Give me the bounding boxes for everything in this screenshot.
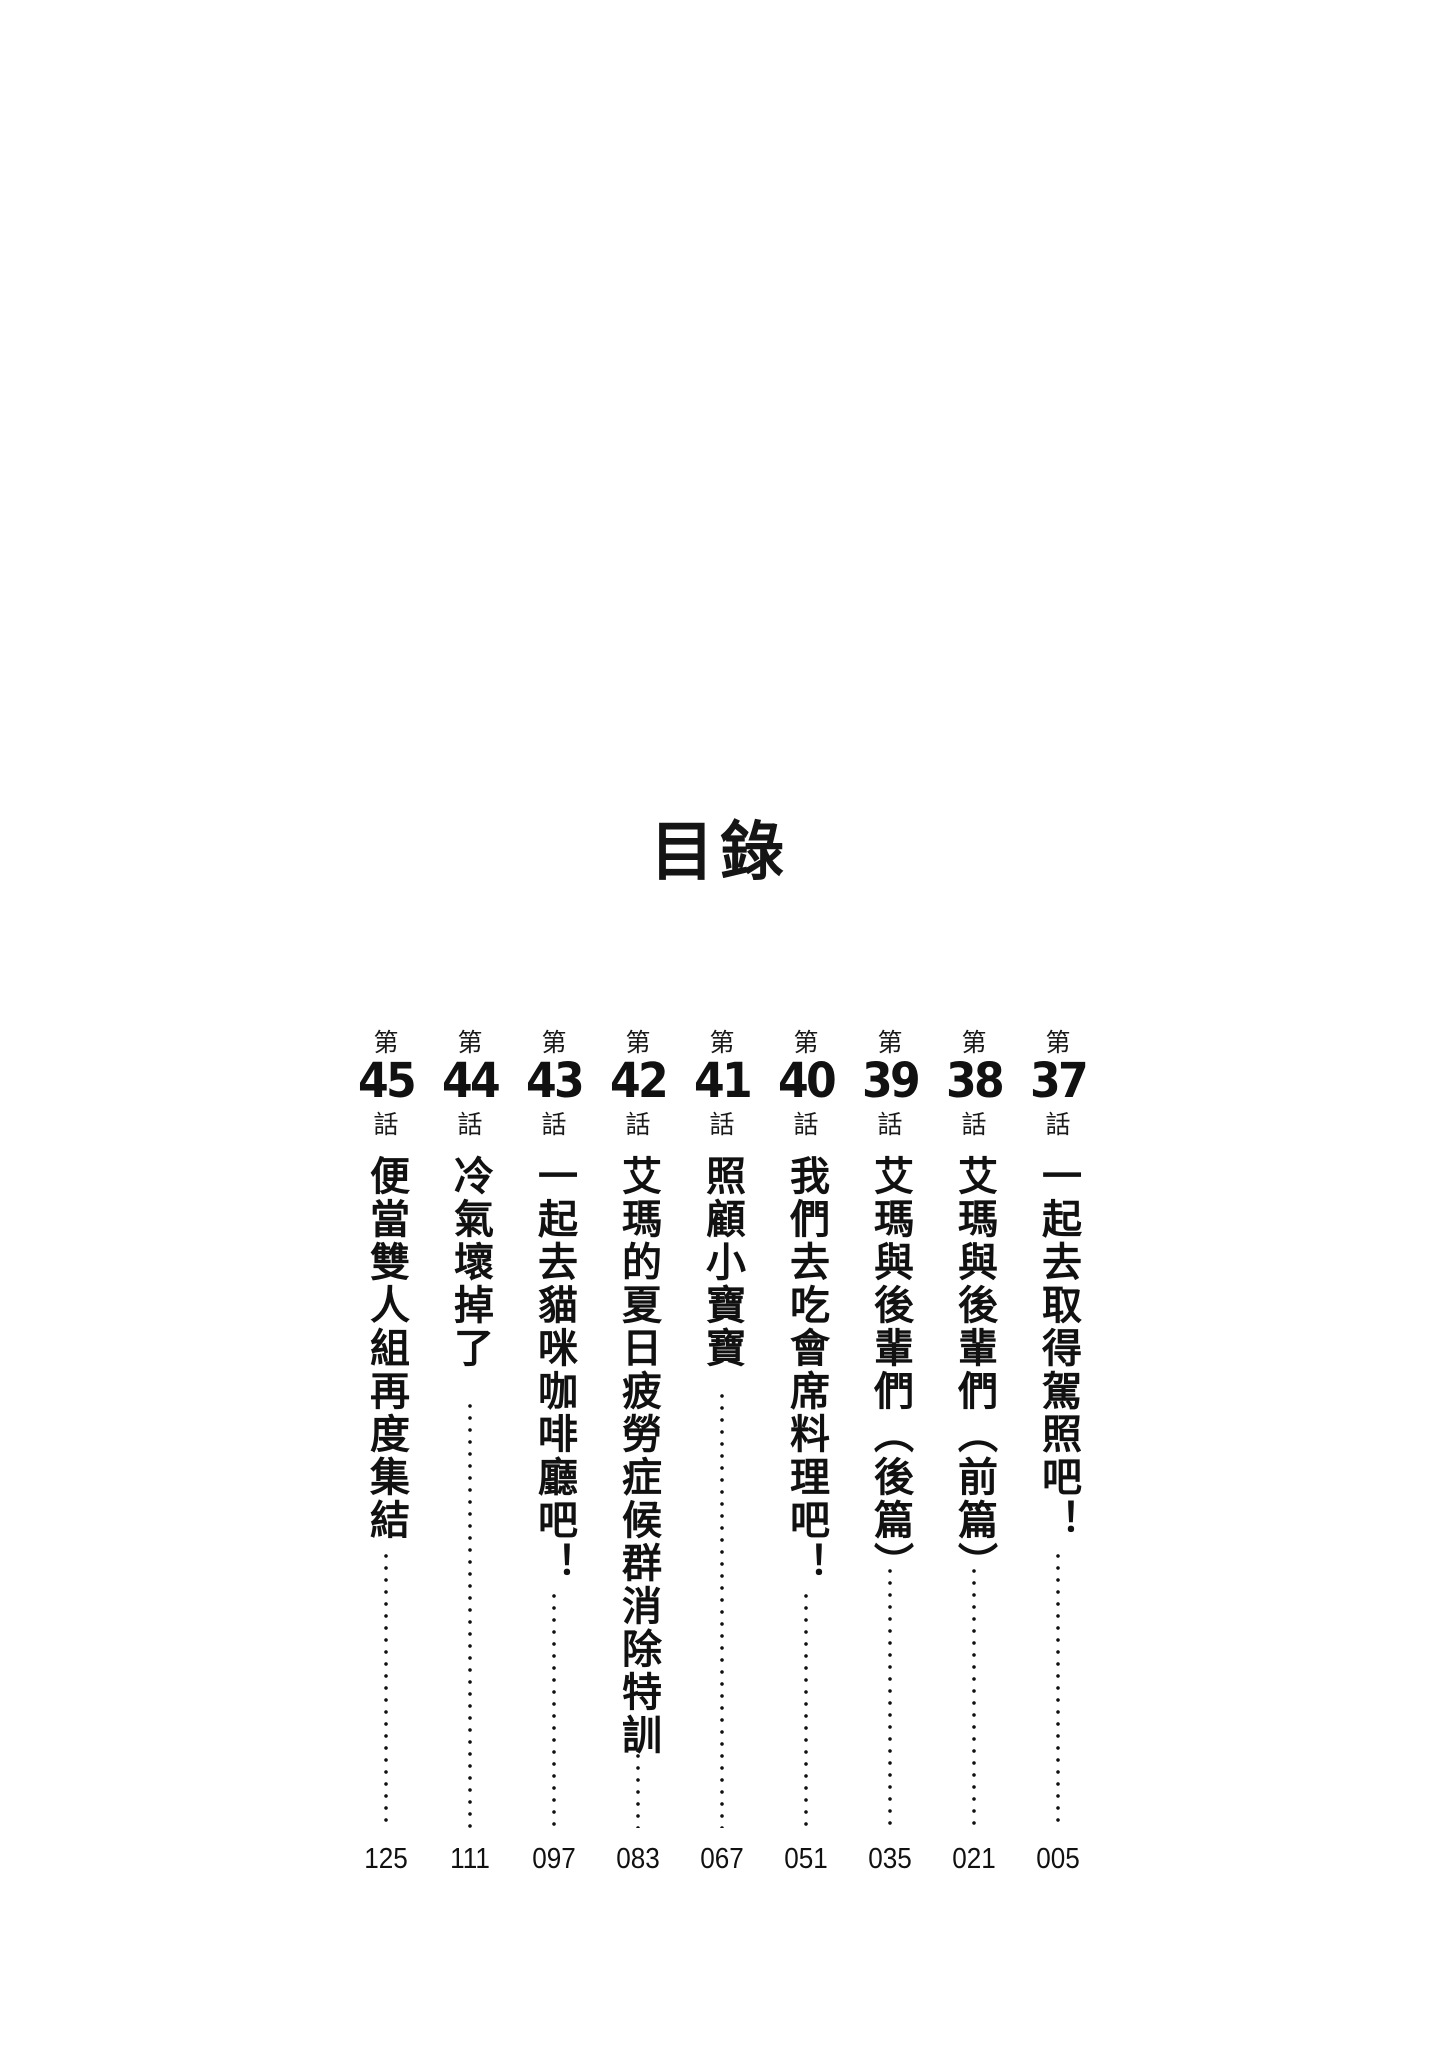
page-title: 目錄: [650, 815, 790, 890]
toc-entry-chapter-41[interactable]: 第 41 話 照顧小寶寶 067: [680, 1030, 764, 1880]
page-number: 021: [952, 1843, 996, 1875]
toc-entry-chapter-45[interactable]: 第 45 話 便當雙人組再度集結 125: [344, 1030, 428, 1880]
dot-leader: [720, 1390, 724, 1828]
chapter-number: 39: [862, 1053, 921, 1109]
chapter-prefix: 第: [541, 1028, 567, 1057]
page-number: 035: [868, 1843, 912, 1875]
dot-leader: [888, 1565, 892, 1828]
dot-leader: [384, 1550, 388, 1828]
chapter-prefix: 第: [373, 1028, 399, 1057]
page-number: 067: [700, 1843, 744, 1875]
chapter-number: 44: [442, 1053, 501, 1109]
toc-entry-chapter-42[interactable]: 第 42 話 艾瑪的夏日疲勞症候群消除特訓 083: [596, 1030, 680, 1880]
chapter-title: 一起去貓咪咖啡廳吧！: [531, 1155, 577, 1585]
chapter-suffix: 話: [1045, 1110, 1071, 1139]
page-number: 005: [1036, 1843, 1080, 1875]
dot-leader: [804, 1590, 808, 1828]
chapter-prefix: 第: [961, 1028, 987, 1057]
dot-leader: [636, 1750, 640, 1828]
chapter-number: 42: [610, 1053, 669, 1109]
dot-leader: [1056, 1550, 1060, 1828]
dot-leader: [972, 1565, 976, 1828]
chapter-title: 冷氣壞掉了: [447, 1155, 493, 1370]
chapter-title: 一起去取得駕照吧！: [1035, 1155, 1081, 1542]
dot-leader: [468, 1400, 472, 1828]
toc-entry-chapter-43[interactable]: 第 43 話 一起去貓咪咖啡廳吧！ 097: [512, 1030, 596, 1880]
page-number: 083: [616, 1843, 660, 1875]
chapter-number: 41: [694, 1053, 753, 1109]
chapter-suffix: 話: [961, 1110, 987, 1139]
toc-entry-chapter-39[interactable]: 第 39 話 艾瑪與後輩們（後篇） 035: [848, 1030, 932, 1880]
chapter-title: 艾瑪與後輩們（前篇）: [951, 1155, 997, 1585]
chapter-title: 照顧小寶寶: [699, 1155, 745, 1370]
chapter-number: 37: [1030, 1053, 1089, 1109]
chapter-number: 40: [778, 1053, 837, 1109]
chapter-number: 38: [946, 1053, 1005, 1109]
chapter-suffix: 話: [541, 1110, 567, 1139]
toc-entry-chapter-40[interactable]: 第 40 話 我們去吃會席料理吧！ 051: [764, 1030, 848, 1880]
chapter-suffix: 話: [793, 1110, 819, 1139]
dot-leader: [552, 1590, 556, 1828]
chapter-suffix: 話: [625, 1110, 651, 1139]
page-number: 097: [532, 1843, 576, 1875]
chapter-suffix: 話: [457, 1110, 483, 1139]
chapter-prefix: 第: [709, 1028, 735, 1057]
chapter-suffix: 話: [877, 1110, 903, 1139]
toc-entry-chapter-44[interactable]: 第 44 話 冷氣壞掉了 111: [428, 1030, 512, 1880]
chapter-title: 艾瑪與後輩們（後篇）: [867, 1155, 913, 1585]
chapter-title: 便當雙人組再度集結: [363, 1155, 409, 1542]
chapter-prefix: 第: [457, 1028, 483, 1057]
page-number: 111: [450, 1843, 490, 1875]
toc-entry-chapter-38[interactable]: 第 38 話 艾瑪與後輩們（前篇） 021: [932, 1030, 1016, 1880]
page-number: 125: [364, 1843, 408, 1875]
chapter-prefix: 第: [1045, 1028, 1071, 1057]
chapter-number: 43: [526, 1053, 585, 1109]
page-number: 051: [784, 1843, 828, 1875]
toc-entry-chapter-37[interactable]: 第 37 話 一起去取得駕照吧！ 005: [1016, 1030, 1100, 1880]
table-of-contents: 第 37 話 一起去取得駕照吧！ 005 第 38 話 艾瑪與後輩們（前篇） 0…: [0, 1030, 1440, 1880]
chapter-title: 艾瑪的夏日疲勞症候群消除特訓: [615, 1155, 661, 1757]
chapter-suffix: 話: [373, 1110, 399, 1139]
chapter-title: 我們去吃會席料理吧！: [783, 1155, 829, 1585]
chapter-prefix: 第: [877, 1028, 903, 1057]
chapter-prefix: 第: [793, 1028, 819, 1057]
chapter-suffix: 話: [709, 1110, 735, 1139]
chapter-prefix: 第: [625, 1028, 651, 1057]
chapter-number: 45: [358, 1053, 417, 1109]
